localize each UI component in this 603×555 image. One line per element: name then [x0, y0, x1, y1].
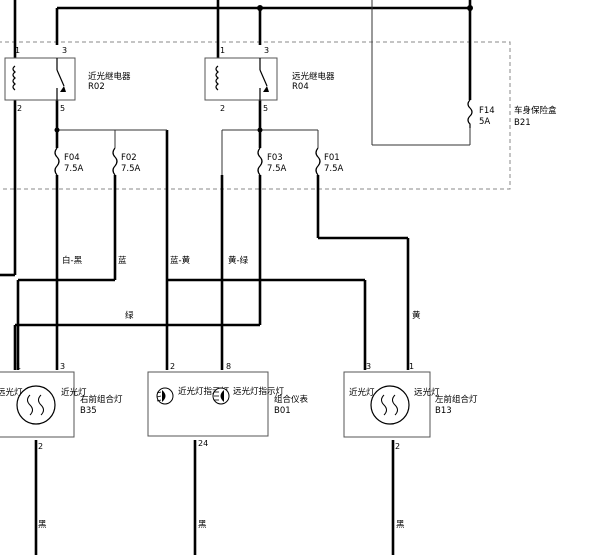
cluster-pin-2: 2 — [170, 362, 175, 371]
cluster-pin-8: 8 — [226, 362, 231, 371]
fuse-box-outline — [0, 41, 511, 190]
fuse-f01: F01 7.5A — [315, 147, 344, 176]
relay-switch-icon — [56, 69, 65, 87]
fuse-f14: F14 5A — [467, 99, 495, 128]
fuse-f03-rating: 7.5A — [267, 164, 287, 174]
relay-r02-pin-2: 2 — [17, 104, 22, 113]
fuse-f14-name: F14 — [479, 106, 495, 116]
relay-switch-icon — [259, 69, 268, 87]
fuse-f02-name: F02 — [121, 153, 137, 163]
fuse-f04-rating: 7.5A — [64, 164, 84, 174]
fuse-f02: F02 7.5A — [112, 147, 141, 176]
fuse-icon — [467, 99, 473, 128]
relay-r02: 1 3 2 5 近光继电器 R02 — [4, 46, 131, 113]
cluster-high-beam-indicator: 远光灯指示灯 — [233, 386, 285, 397]
relay-r02-name: 近光继电器 — [88, 71, 131, 82]
bulb-icon — [16, 385, 56, 425]
left-lamp-name: 左前组合灯 — [435, 394, 478, 405]
fuse-f04: F04 7.5A — [54, 147, 84, 176]
fuse-f03-name: F03 — [267, 153, 283, 163]
fuse-icon — [257, 147, 263, 176]
wire-label-yellow: 黄 — [412, 310, 421, 321]
right-lamp-pin-1: 1 — [16, 362, 21, 371]
fuse-f02-rating: 7.5A — [121, 164, 141, 174]
fuse-f03: F03 7.5A — [257, 147, 287, 176]
right-lamp-name: 右前组合灯 — [80, 394, 123, 405]
right-front-lamp: 1 3 2 远光灯 近光灯 右前组合灯 B35 — [0, 362, 123, 451]
relay-r04-pin-1: 1 — [220, 46, 225, 55]
fuse-f14-rating: 5A — [479, 117, 490, 127]
wire-label-white-black: 白-黑 — [62, 255, 83, 266]
right-lamp-high-beam: 远光灯 — [0, 387, 23, 398]
relay-coil-icon — [215, 65, 219, 91]
bulb-icon — [370, 385, 410, 425]
relay-r02-code: R02 — [88, 82, 105, 92]
right-lamp-code: B35 — [80, 406, 97, 416]
right-lamp-low-beam: 近光灯 — [61, 387, 87, 398]
cluster-pin-24: 24 — [198, 439, 208, 448]
wire-label-yellow-green: 黄-绿 — [228, 255, 249, 266]
relay-r04-pin-5: 5 — [263, 104, 268, 113]
relay-r04-name: 远光继电器 — [292, 71, 335, 82]
left-lamp-high-beam: 远光灯 — [414, 387, 440, 398]
right-lamp-pin-3: 3 — [60, 362, 65, 371]
cluster-code: B01 — [274, 406, 291, 416]
fuse-f04-name: F04 — [64, 153, 80, 163]
wire-label-black-right: 黑 — [38, 520, 47, 530]
relay-r04-pin-2: 2 — [220, 104, 225, 113]
relay-r04-code: R04 — [292, 82, 309, 92]
wire-label-black-cluster: 黑 — [198, 520, 207, 530]
fuse-box-name: 车身保险盒 — [514, 105, 557, 116]
instrument-cluster: 2 8 24 近光灯指示灯 远光灯指示灯 组合仪表 B01 — [147, 362, 309, 448]
left-front-lamp: 3 1 2 近光灯 远光灯 左前组合灯 B13 — [343, 362, 478, 451]
relay-r02-pin-1: 1 — [15, 46, 20, 55]
cluster-low-beam-indicator: 近光灯指示灯 — [178, 386, 230, 397]
fuse-box-code: B21 — [514, 118, 531, 128]
relay-coil-icon — [12, 65, 16, 91]
fuse-f01-rating: 7.5A — [324, 164, 344, 174]
signal-wires — [57, 0, 471, 175]
fuse-icon — [112, 147, 118, 176]
wire-label-green: 绿 — [125, 310, 134, 321]
left-lamp-code: B13 — [435, 406, 452, 416]
relay-r02-pin-3: 3 — [62, 46, 67, 55]
left-lamp-low-beam: 近光灯 — [349, 387, 375, 398]
fuse-f01-name: F01 — [324, 153, 340, 163]
wire-label-blue-yellow: 蓝-黄 — [170, 255, 191, 266]
power-wires — [0, 0, 472, 555]
left-lamp-pin-3: 3 — [366, 362, 371, 371]
wire-label-black-left: 黑 — [396, 520, 405, 530]
left-lamp-pin-1: 1 — [409, 362, 414, 371]
left-lamp-pin-2: 2 — [395, 442, 400, 451]
right-lamp-pin-2: 2 — [38, 442, 43, 451]
wire-label-blue: 蓝 — [118, 255, 127, 266]
cluster-name: 组合仪表 — [274, 394, 309, 405]
junction-dots — [54, 5, 473, 133]
relay-r04: 1 3 2 5 远光继电器 R04 — [204, 46, 335, 113]
relay-r02-pin-5: 5 — [60, 104, 65, 113]
fuse-icon — [315, 147, 321, 176]
fuse-icon — [54, 147, 60, 176]
relay-r04-pin-3: 3 — [264, 46, 269, 55]
